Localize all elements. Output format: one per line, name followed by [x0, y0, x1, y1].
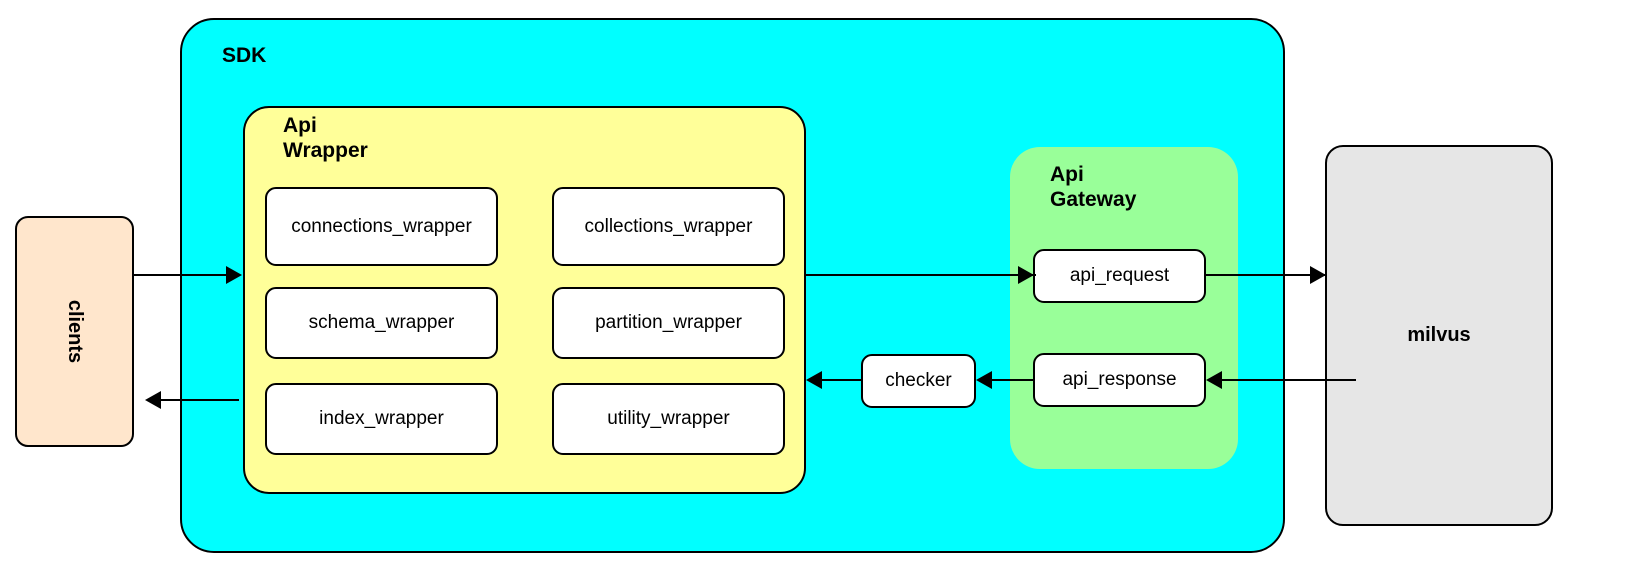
edge-clients-to-api-wrapper-arrowhead: [226, 266, 242, 284]
sdk-container-label: SDK: [222, 44, 267, 67]
node-api-request-label: api_request: [1069, 265, 1170, 286]
edge-api-wrapper-to-api-request-line: [806, 274, 1036, 276]
node-index-wrapper[interactable]: index_wrapper: [265, 383, 498, 455]
node-collections-wrapper[interactable]: collections_wrapper: [552, 187, 785, 266]
edge-milvus-to-api-response-arrowhead: [1206, 371, 1222, 389]
node-schema-wrapper[interactable]: schema_wrapper: [265, 287, 498, 359]
api-gateway-container: [1010, 147, 1238, 469]
node-milvus-label: milvus: [1407, 324, 1471, 346]
edge-api-request-to-milvus-arrowhead: [1310, 266, 1326, 284]
node-schema-wrapper-label: schema_wrapper: [308, 312, 455, 333]
edge-clients-to-api-wrapper-line: [134, 274, 228, 276]
edge-api-wrapper-to-clients-line: [161, 399, 239, 401]
api-wrapper-container-label: Api Wrapper: [283, 114, 368, 162]
node-clients-label: clients: [63, 299, 86, 364]
node-index-wrapper-label: index_wrapper: [319, 408, 444, 429]
node-utility-wrapper[interactable]: utility_wrapper: [552, 383, 785, 455]
node-checker[interactable]: checker: [861, 354, 976, 408]
node-connections-wrapper[interactable]: connections_wrapper: [265, 187, 498, 266]
api-gateway-container-label: Api Gateway: [1050, 163, 1137, 211]
node-api-response[interactable]: api_response: [1033, 353, 1206, 407]
edge-api-wrapper-to-api-request-arrowhead: [1018, 266, 1034, 284]
edge-api-response-to-checker-line: [992, 379, 1034, 381]
node-connections-wrapper-label: connections_wrapper: [291, 215, 472, 237]
edge-api-response-to-checker-arrowhead: [976, 371, 992, 389]
node-api-request[interactable]: api_request: [1033, 249, 1206, 303]
node-partition-wrapper[interactable]: partition_wrapper: [552, 287, 785, 359]
node-clients[interactable]: clients: [15, 216, 134, 447]
node-checker-label: checker: [885, 370, 952, 391]
edge-milvus-to-api-response-line: [1222, 379, 1356, 381]
edge-api-request-to-milvus-line: [1206, 274, 1326, 276]
node-utility-wrapper-label: utility_wrapper: [607, 408, 730, 429]
node-partition-wrapper-label: partition_wrapper: [595, 312, 742, 333]
edge-checker-to-api-wrapper-line: [822, 379, 861, 381]
node-milvus[interactable]: milvus: [1325, 145, 1553, 526]
node-collections-wrapper-label: collections_wrapper: [584, 215, 753, 237]
edge-api-wrapper-to-clients-arrowhead: [145, 391, 161, 409]
edge-checker-to-api-wrapper-arrowhead: [806, 371, 822, 389]
node-api-response-label: api_response: [1062, 369, 1177, 390]
